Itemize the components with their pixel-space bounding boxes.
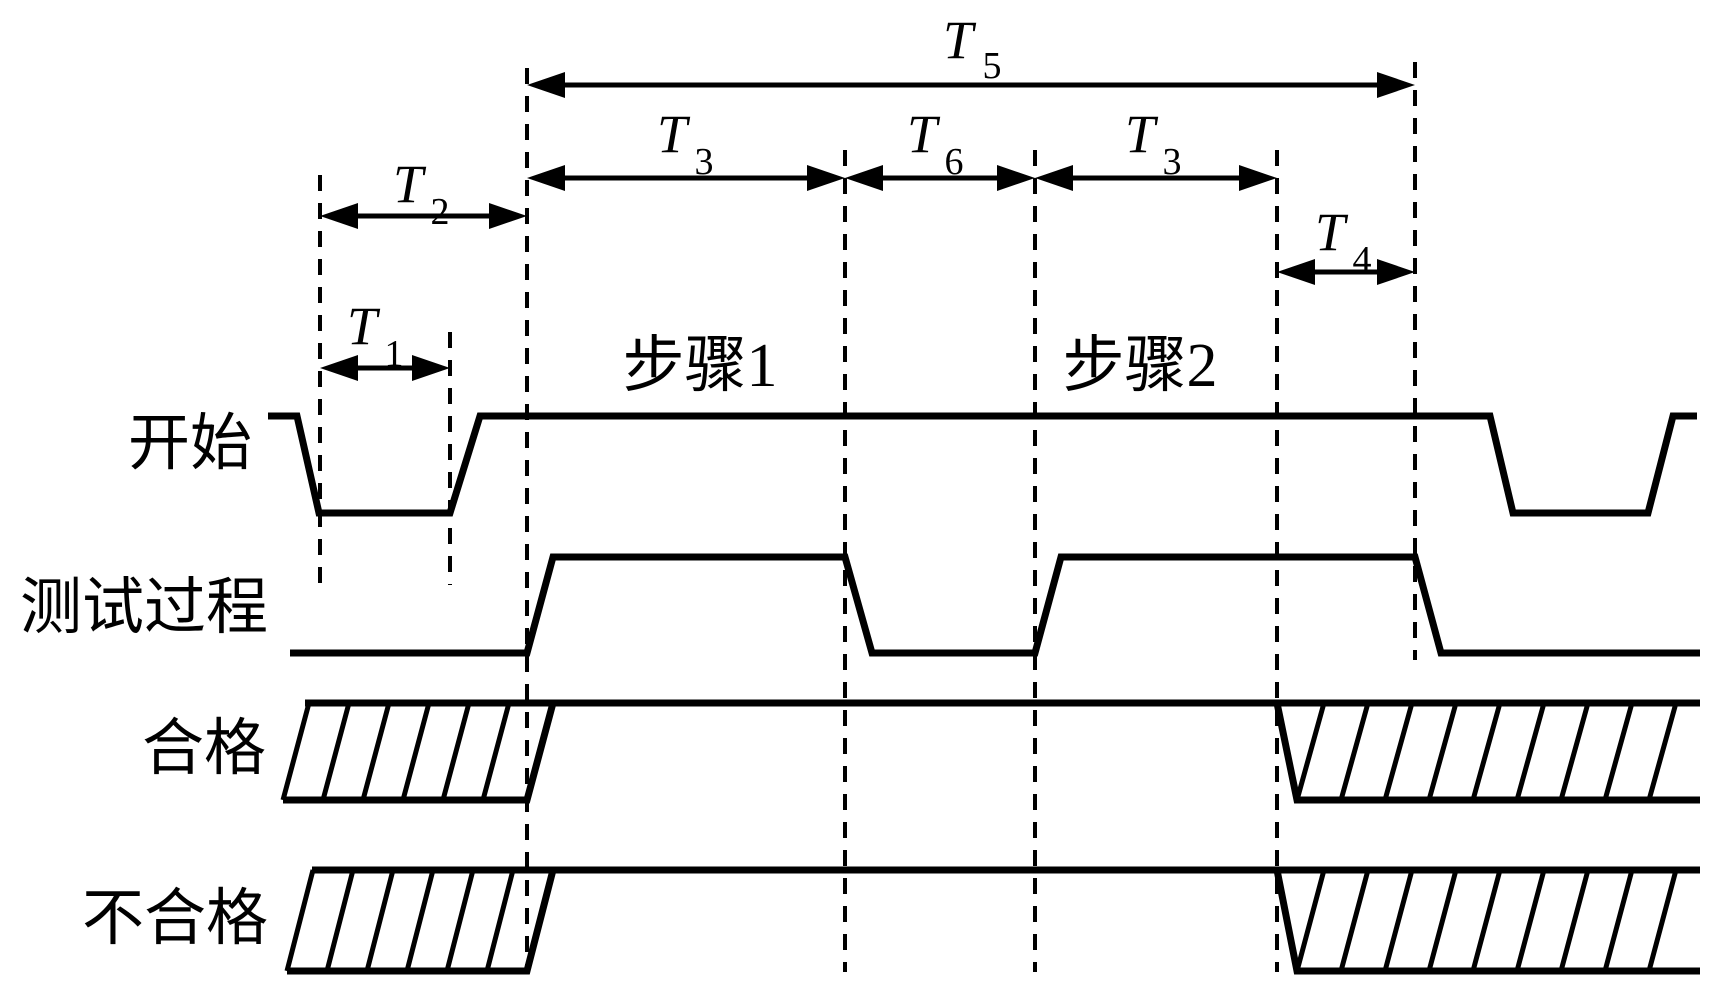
waveform-pass-signal	[280, 699, 1700, 804]
row-label-start: 开始	[128, 410, 252, 478]
interval-label-t3-first-sub: 3	[695, 141, 714, 183]
arrowhead-left-icon	[320, 355, 358, 381]
row-label-fail: 不合格	[82, 885, 268, 953]
step-label-2: 步骤2	[1062, 332, 1217, 400]
waveform-fail-signal	[284, 866, 1700, 975]
pass-left-band-hatch	[280, 702, 512, 801]
interval-label-t1-sub: 1	[385, 333, 404, 375]
dim-arrow-t2	[320, 203, 527, 229]
arrowhead-left-icon	[845, 165, 883, 191]
dim-arrow-t5	[527, 72, 1415, 98]
interval-label-t4-sub: 4	[1353, 239, 1372, 281]
arrowhead-right-icon	[1239, 165, 1277, 191]
interval-label-t1-main: T	[347, 296, 381, 356]
interval-label-t3-second-sub: 3	[1163, 141, 1182, 183]
row-label-pass: 合格	[142, 715, 266, 783]
interval-label-t4-main: T	[1315, 202, 1349, 262]
interval-label-t6-main: T	[907, 104, 941, 164]
dim-arrow-t6	[845, 165, 1035, 191]
arrowhead-right-icon	[807, 165, 845, 191]
step-label-1: 步骤1	[622, 332, 777, 400]
interval-label-t3-first: T 3	[657, 104, 714, 183]
arrowhead-right-icon	[997, 165, 1035, 191]
waveform-test-process-signal	[290, 553, 1700, 657]
interval-label-t4: T 4	[1315, 202, 1372, 281]
arrowhead-left-icon	[527, 165, 565, 191]
arrowhead-left-icon	[527, 72, 565, 98]
arrowhead-left-icon	[320, 203, 358, 229]
dim-arrow-t3-second	[1035, 165, 1277, 191]
dim-arrow-t1	[320, 355, 450, 381]
arrowhead-left-icon	[1277, 259, 1315, 285]
arrowhead-right-icon	[1377, 259, 1415, 285]
dim-arrow-t4	[1277, 259, 1415, 285]
interval-label-t6-sub: 6	[945, 141, 964, 183]
interval-label-t1: T 1	[347, 296, 404, 375]
fail-right-band-hatch	[1294, 869, 1679, 972]
dim-arrow-t3-first	[527, 165, 845, 191]
arrowhead-right-icon	[1377, 72, 1415, 98]
row-label-test-process: 测试过程	[20, 574, 268, 642]
interval-label-t5-sub: 5	[983, 45, 1002, 87]
arrowhead-right-icon	[489, 203, 527, 229]
interval-label-t3-second-main: T	[1125, 104, 1159, 164]
fail-left-band-hatch	[284, 869, 516, 972]
arrowhead-right-icon	[412, 355, 450, 381]
interval-label-t5-main: T	[943, 10, 977, 70]
interval-label-t2-main: T	[393, 154, 427, 214]
interval-label-t3-second: T 3	[1125, 104, 1182, 183]
interval-label-t3-first-main: T	[657, 104, 691, 164]
interval-label-t6: T 6	[907, 104, 964, 183]
interval-label-t2-sub: 2	[431, 191, 450, 233]
interval-label-t2: T 2	[393, 154, 450, 233]
arrowhead-left-icon	[1035, 165, 1073, 191]
waveform-start-signal	[268, 412, 1697, 517]
interval-label-t5: T 5	[943, 10, 1002, 87]
pass-right-band-hatch	[1294, 702, 1679, 801]
